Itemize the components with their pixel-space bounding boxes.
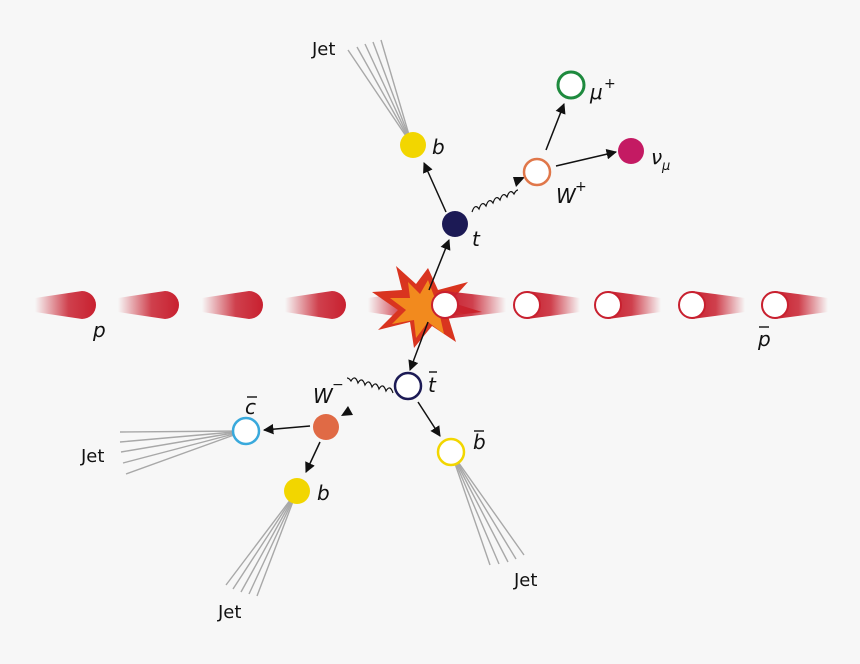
nu-subscript: μ: [661, 159, 670, 174]
anti-charm-quark: [231, 416, 261, 446]
proton: [202, 291, 263, 319]
w-plus-superscript: +: [575, 179, 587, 195]
antiproton: [513, 291, 580, 319]
jet-left-label: Jet: [80, 446, 104, 467]
mu-label: μ: [589, 80, 603, 104]
muon: [556, 70, 586, 100]
jet-bottom-right-label: Jet: [513, 570, 537, 591]
proton: [35, 291, 96, 319]
arrow-w-plus-to-mu: [545, 103, 566, 151]
proton: [285, 291, 346, 319]
w-plus-boson: [522, 157, 552, 187]
arrow-w-minus-to-cbar: [262, 423, 311, 435]
antiproton: [761, 291, 828, 319]
jet-bottom-right-lines: [450, 451, 525, 566]
proton: [118, 291, 179, 319]
b-quark-bottom: [284, 478, 310, 504]
w-minus-label: W: [313, 384, 334, 408]
b-quark-top: [400, 132, 426, 158]
anti-top-quark: [393, 371, 423, 401]
w-plus-propagator-arrowhead: [513, 177, 525, 187]
cbar-label: c: [245, 395, 256, 419]
jet-left-lines: [119, 430, 246, 475]
w-minus-propagator-arrowhead: [341, 406, 353, 416]
antiproton: [431, 291, 506, 319]
w-minus-superscript: −: [332, 377, 344, 393]
muon-neutrino: [618, 138, 644, 164]
w-minus-propagator: [346, 377, 394, 394]
w-plus-propagator: [471, 189, 519, 213]
p-label: p: [92, 318, 106, 342]
arrow-t-to-b: [423, 162, 447, 213]
pbar-label: p: [757, 327, 771, 351]
jet-bottom-left-lines: [225, 490, 298, 597]
nu-label: ν: [651, 145, 662, 169]
w-propagators: [346, 189, 519, 394]
bbar-label: b: [473, 430, 486, 454]
proton-beam: [35, 291, 429, 319]
t-label: t: [472, 227, 481, 251]
mu-superscript: +: [604, 76, 616, 92]
antiproton: [678, 291, 745, 319]
arrow-collision-to-t: [428, 239, 451, 291]
b-bottom-label: b: [317, 481, 330, 505]
antiproton: [594, 291, 661, 319]
w-minus-boson: [313, 414, 339, 440]
anti-b-quark: [436, 437, 466, 467]
b-top-label: b: [432, 135, 445, 159]
arrow-w-plus-to-nu: [555, 149, 618, 167]
arrow-tbar-to-bbar: [417, 401, 441, 437]
antiproton-beam: [431, 291, 828, 319]
tbar-label: t: [428, 373, 437, 397]
jet-top-label: Jet: [311, 39, 335, 60]
jet-bottom-left-label: Jet: [217, 602, 241, 623]
w-plus-label: W: [556, 184, 577, 208]
arrow-w-minus-to-b: [305, 441, 321, 473]
arrow-collision-to-tbar: [408, 321, 429, 371]
decay-arrows: [262, 103, 618, 473]
jet-top-lines: [347, 39, 413, 146]
top-quark: [442, 211, 468, 237]
